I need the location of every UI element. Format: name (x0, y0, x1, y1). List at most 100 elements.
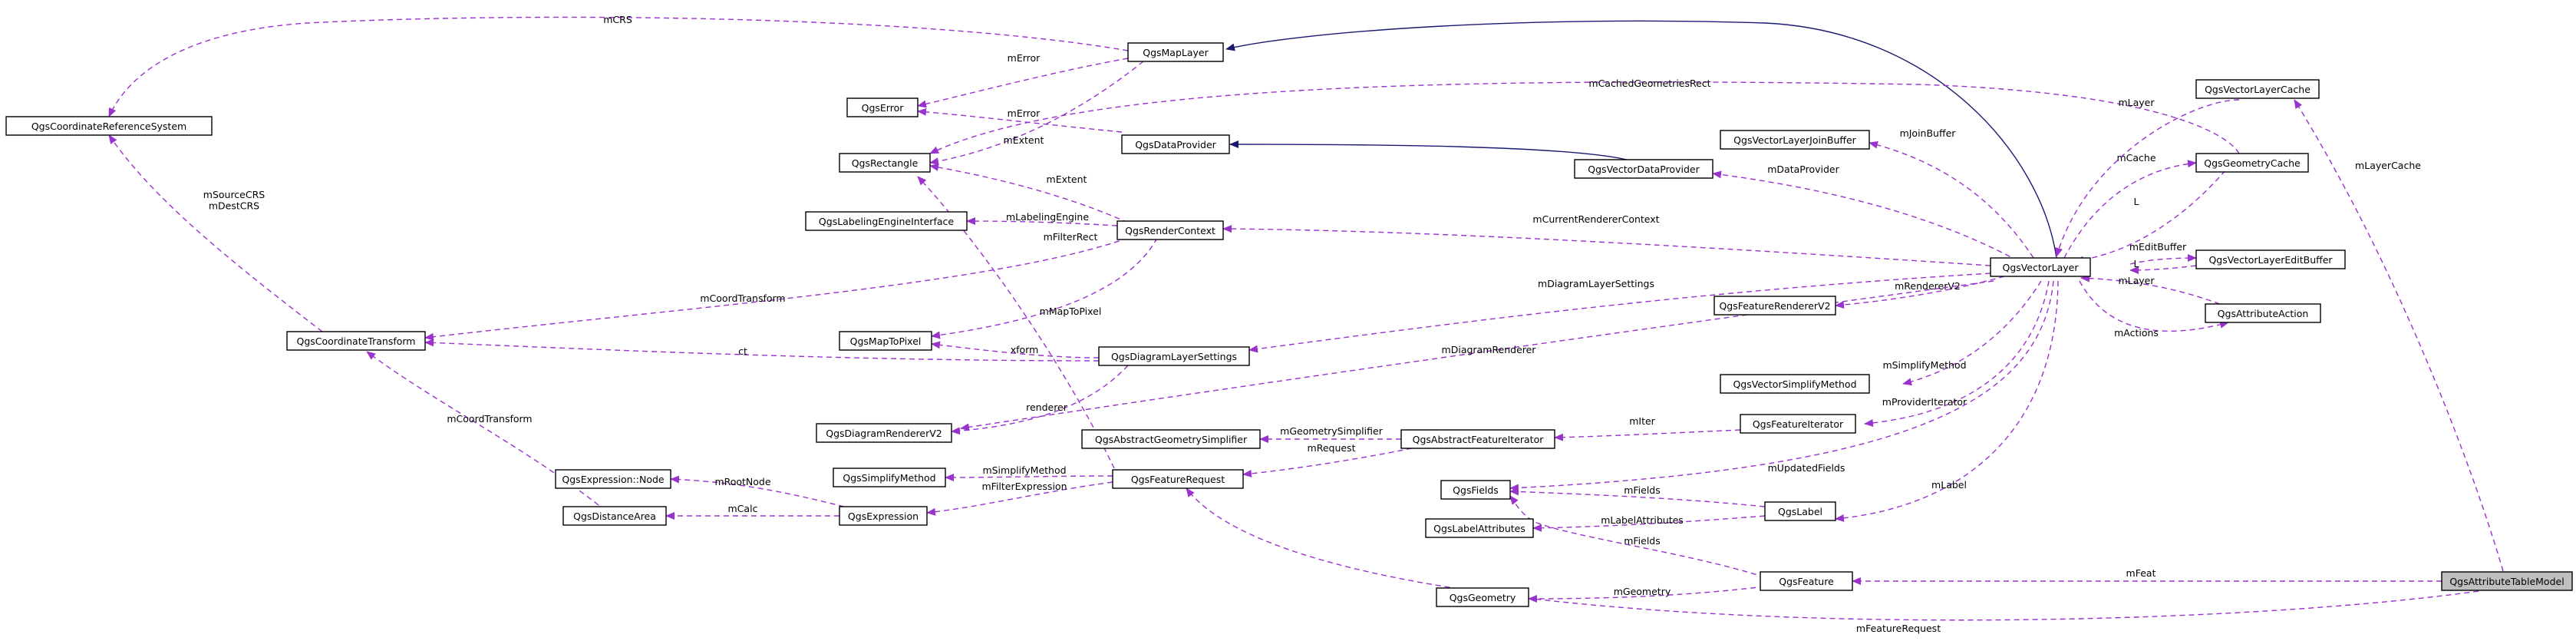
node-qgscoordinatereferencesystem[interactable]: QgsCoordinateReferenceSystem (5, 116, 213, 136)
node-qgsrendercontext[interactable]: QgsRenderContext (1116, 220, 1224, 240)
node-qgsgeometrycache[interactable]: QgsGeometryCache (2195, 153, 2309, 173)
node-qgsfeaturerequest[interactable]: QgsFeatureRequest (1112, 469, 1244, 489)
edge-label: mFeat (2126, 567, 2156, 579)
edge-featurerequest-mfilterrect: mFilterRect (917, 176, 1115, 469)
node-qgsattributeaction[interactable]: QgsAttributeAction (2205, 303, 2321, 323)
edge-label: mCoordTransform (447, 413, 532, 425)
edge-label-mlabelattributes: mLabelAttributes (1532, 514, 1766, 532)
edge-vectorlayer-mupdatedfields: mUpdatedFields (1509, 280, 2054, 492)
edge-attributetablemodel-mfeaturerequest: mFeatureRequest (1186, 487, 2479, 634)
edge-label: mActions (2114, 327, 2159, 339)
edge-vectorlayercache-mlayer: mLayer (2055, 97, 2240, 257)
svg-text:QgsError: QgsError (862, 102, 905, 114)
node-qgsvectorlayercache[interactable]: QgsVectorLayerCache (2195, 79, 2320, 99)
edge-label: mCRS (603, 14, 632, 25)
edge-maplayer-mextent: mExtent (929, 61, 1144, 166)
node-qgsmaplayer[interactable]: QgsMapLayer (1127, 42, 1224, 62)
node-qgsdataprovider[interactable]: QgsDataProvider (1121, 134, 1230, 154)
edge-vectorlayer-msimplifymethod: mSimplifyMethod (1882, 280, 2042, 386)
node-qgsdiagramrendererv2[interactable]: QgsDiagramRendererV2 (816, 423, 952, 443)
svg-text:QgsLabel: QgsLabel (1778, 506, 1822, 517)
edge-label: mFields (1624, 484, 1661, 496)
svg-text:QgsVectorDataProvider: QgsVectorDataProvider (1588, 164, 1700, 175)
edge-mcrs: mCRS (108, 14, 1129, 117)
svg-text:QgsVectorSimplifyMethod: QgsVectorSimplifyMethod (1733, 378, 1856, 390)
svg-text:QgsCoordinateTransform: QgsCoordinateTransform (297, 335, 416, 347)
edge-label: mLabel (1931, 479, 1967, 491)
node-qgsvectorlayereditbuffer[interactable]: QgsVectorLayerEditBuffer (2195, 249, 2346, 269)
edge-editbuffer-l: L (2129, 258, 2197, 274)
node-qgsvectorsimplifymethod[interactable]: QgsVectorSimplifyMethod (1720, 374, 1870, 394)
edge-label: mDiagramLayerSettings (1538, 278, 1654, 289)
edge-label: mFeatureRequest (1856, 623, 1941, 634)
svg-text:QgsDiagramRendererV2: QgsDiagramRendererV2 (826, 428, 942, 439)
edge-featureiterator-miter: mIter (1554, 415, 1741, 441)
node-qgsrectangle[interactable]: QgsRectangle (839, 153, 931, 173)
node-qgsvectorlayer[interactable]: QgsVectorLayer (1990, 257, 2091, 277)
edge-label: mSimplifyMethod (982, 464, 1066, 476)
node-qgsfields[interactable]: QgsFields (1440, 480, 1511, 500)
node-qgsgeometry[interactable]: QgsGeometry (1436, 587, 1529, 607)
node-qgscoordinatetransform[interactable]: QgsCoordinateTransform (286, 331, 426, 351)
edge-vectorlayer-mdiagramlayersettings: mDiagramLayerSettings (1248, 273, 1991, 353)
node-qgsabstractgeometrysimplifier[interactable]: QgsAbstractGeometrySimplifier (1081, 429, 1261, 449)
edge-diagramsettings-renderer: renderer (951, 365, 1129, 435)
node-qgsvectordataprovider[interactable]: QgsVectorDataProvider (1574, 159, 1713, 179)
edge-vectorlayer-meditbuffer: mEditBuffer (2129, 241, 2197, 265)
edge-feature-mfields: mFields (1509, 495, 1766, 578)
edge-vectorlayer-mactions: mActions (2079, 280, 2229, 339)
edge-label: mCache (2116, 152, 2155, 164)
node-qgsdistancearea[interactable]: QgsDistanceArea (562, 506, 667, 526)
node-qgslabel[interactable]: QgsLabel (1764, 501, 1836, 521)
svg-text:QgsDataProvider: QgsDataProvider (1135, 139, 1216, 150)
edge-label: ct (738, 345, 747, 357)
svg-text:QgsAbstractFeatureIterator: QgsAbstractFeatureIterator (1413, 434, 1545, 445)
edge-label: mLayer (2118, 275, 2155, 286)
edge-expression-mrootnode: mRootNode (670, 475, 845, 507)
svg-text:QgsAbstractGeometrySimplifier: QgsAbstractGeometrySimplifier (1095, 434, 1248, 445)
node-qgsattributetablemodel[interactable]: QgsAttributeTableModel (2441, 571, 2573, 591)
node-qgserror[interactable]: QgsError (846, 97, 919, 117)
node-qgssimplifymethod[interactable]: QgsSimplifyMethod (833, 468, 946, 487)
edge-vectorlayer-inherits-maplayer (1225, 20, 2057, 259)
node-qgsfeatureiterator[interactable]: QgsFeatureIterator (1740, 414, 1856, 434)
edge-label: L (2134, 196, 2139, 207)
edge-label: mLabelingEngine (1006, 211, 1089, 223)
nodes: QgsCoordinateReferenceSystem QgsMapLayer… (5, 42, 2573, 607)
edge-label: mExtent (1047, 173, 1087, 185)
node-qgsfeaturerendererv2[interactable]: QgsFeatureRendererV2 (1713, 296, 1836, 316)
edge-abstractfeatureiterator-mrequest: mRequest (1242, 442, 1413, 477)
node-qgsexpressionnode[interactable]: QgsExpression::Node (555, 469, 671, 489)
edge-vectorlayer-mdiagramrenderer: mDiagramRenderer (960, 280, 1994, 431)
node-qgsabstractfeatureiterator[interactable]: QgsAbstractFeatureIterator (1400, 429, 1555, 449)
svg-text:QgsFeatureRendererV2: QgsFeatureRendererV2 (1719, 300, 1830, 312)
node-qgsdiagramlayersettings[interactable]: QgsDiagramLayerSettings (1098, 346, 1250, 366)
edge-label: mProviderIterator (1882, 396, 1967, 408)
edge-vectorlayer-mlabel: mLabel (1835, 280, 2059, 522)
node-qgsmaptopixel[interactable]: QgsMapToPixel (839, 331, 932, 351)
node-qgsexpression[interactable]: QgsExpression (839, 506, 928, 526)
edge-label: mRendererV2 (1895, 280, 1961, 292)
edge-featurerequest-msimplifymethod: mSimplifyMethod (945, 464, 1113, 481)
svg-text:QgsGeometryCache: QgsGeometryCache (2204, 157, 2301, 169)
edge-vectorlayer-mrendererv2: mRendererV2 (1835, 276, 2005, 309)
edge-label: mFilterExpression (982, 481, 1067, 492)
svg-text:QgsExpression::Node: QgsExpression::Node (562, 474, 664, 485)
edge-label: mLayerCache (2355, 160, 2421, 171)
edge-label: mEditBuffer (2129, 241, 2187, 253)
edge-diagramsettings-ct: ct (424, 339, 1100, 362)
edge-attributetablemodel-mlayercache: mLayerCache (2294, 99, 2504, 572)
node-qgsvectorlayerjoinbuffer[interactable]: QgsVectorLayerJoinBuffer (1720, 130, 1870, 150)
edge-vectorlayer-mjoinbuffer: mJoinBuffer (1869, 127, 2034, 259)
edge-attributeaction-mlayer: mLayer (2080, 274, 2229, 308)
svg-text:QgsRectangle: QgsRectangle (852, 157, 919, 169)
node-qgslabelattributes[interactable]: QgsLabelAttributes (1425, 518, 1534, 538)
node-qgsfeature[interactable]: QgsFeature (1760, 571, 1853, 591)
edge-label: mUpdatedFields (1768, 462, 1845, 474)
svg-text:QgsMapToPixel: QgsMapToPixel (850, 335, 922, 347)
svg-text:QgsFeature: QgsFeature (1779, 576, 1834, 587)
node-qgslabelingengineinterface[interactable]: QgsLabelingEngineInterface (805, 211, 968, 231)
svg-text:QgsVectorLayerCache: QgsVectorLayerCache (2205, 84, 2310, 95)
